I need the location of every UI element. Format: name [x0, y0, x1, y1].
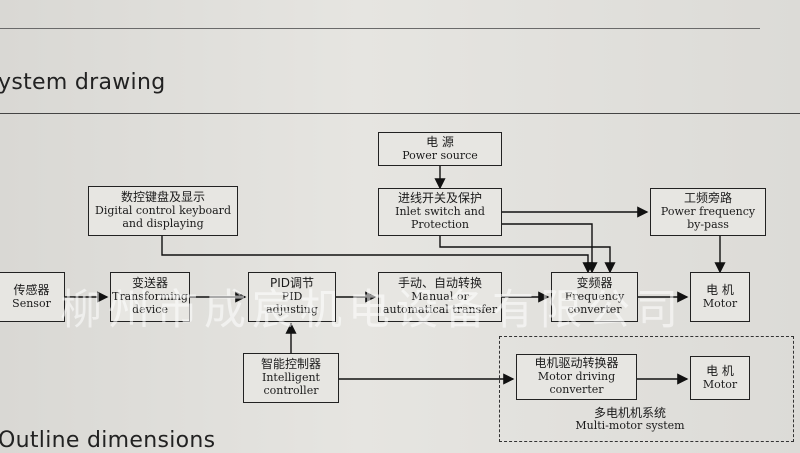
manual-en-line1: Manual or: [411, 290, 469, 304]
pid-cn: PID调节: [269, 276, 315, 291]
inlet-cn: 进线开关及保护: [397, 191, 482, 206]
motor-main-cn: 电 机: [706, 282, 734, 297]
intelligent-en-line2: controller: [263, 383, 319, 397]
inlet-en-line1: Inlet switch and: [395, 205, 485, 219]
transforming-en-line2: device: [132, 302, 168, 316]
keyboard-en-line1: Digital control keyboard: [95, 204, 231, 218]
bypass-box: 工频旁路 Power frequency by-pass: [650, 188, 766, 236]
multi-motor-group-border: [499, 336, 794, 442]
pid-en-line2: adjusting: [266, 302, 318, 316]
manual-cn: 手动、自动转换: [397, 276, 482, 291]
transforming-cn: 变送器: [131, 276, 168, 291]
motor-multi-cn: 电 机: [706, 363, 734, 378]
top-rule: [0, 28, 760, 29]
pid-en-line1: PID: [281, 290, 303, 304]
motor-main-box: 电 机 Motor: [690, 272, 750, 322]
frequency-converter-box: 变频器 Frequency converter: [551, 272, 638, 322]
sensor-en: Sensor: [12, 296, 51, 310]
power-source-en: Power source: [402, 148, 478, 162]
arrow-keyboard-bus: [161, 236, 594, 274]
transforming-device-box: 变送器 Transforming device: [110, 272, 190, 322]
frequency-cn: 变频器: [576, 276, 613, 291]
intelligent-controller-box: 智能控制器 Intelligent controller: [243, 353, 339, 403]
multi-motor-group-label: 多电机机系统 Multi-motor system: [560, 406, 700, 433]
inlet-switch-box: 进线开关及保护 Inlet switch and Protection: [378, 188, 502, 236]
frequency-en-line2: converter: [567, 302, 622, 316]
motor-driving-en-line1: Motor driving: [537, 370, 616, 384]
power-source-box: 电 源 Power source: [378, 132, 502, 166]
keyboard-display-box: 数控键盘及显示 Digital control keyboard and dis…: [88, 186, 238, 236]
intelligent-en-line1: Intelligent: [262, 371, 320, 385]
manual-en-line2: automatical transfer: [382, 302, 498, 316]
frequency-en-line1: Frequency: [564, 290, 625, 304]
motor-main-en: Motor: [702, 296, 738, 310]
motor-driving-converter-box: 电机驱动转换器 Motor driving converter: [516, 354, 637, 400]
bypass-en-line2: by-pass: [687, 217, 729, 231]
sensor-box: 传感器 Sensor: [0, 272, 65, 322]
transforming-en-line1: Transforming: [112, 290, 188, 304]
motor-driving-en-line2: converter: [549, 382, 604, 396]
multi-motor-cn: 多电机机系统: [593, 406, 666, 420]
keyboard-cn: 数控键盘及显示: [120, 190, 205, 205]
intelligent-cn: 智能控制器: [260, 357, 321, 372]
inlet-en-line2: Protection: [410, 217, 470, 231]
system-drawing-heading: ystem drawing: [0, 70, 166, 95]
arrow-inlet-to-converter-2: [502, 223, 593, 272]
motor-driving-cn: 电机驱动转换器: [534, 356, 619, 371]
motor-multi-box: 电 机 Motor: [690, 356, 750, 400]
arrow-inlet-to-converter-1: [439, 236, 616, 274]
heading-underline: [0, 113, 800, 114]
motor-multi-en: Motor: [702, 377, 738, 391]
bypass-cn: 工频旁路: [683, 191, 732, 206]
bypass-en-line1: Power frequency: [660, 205, 756, 219]
power-source-cn: 电 源: [426, 134, 454, 149]
multi-motor-en: Multi-motor system: [575, 419, 685, 433]
sensor-cn: 传感器: [13, 282, 50, 297]
outline-dimensions-heading: Outline dimensions: [0, 428, 216, 453]
manual-automatic-box: 手动、自动转换 Manual or automatical transfer: [378, 272, 502, 322]
keyboard-en-line2: and displaying: [122, 216, 204, 230]
pid-adjusting-box: PID调节 PID adjusting: [248, 272, 336, 322]
